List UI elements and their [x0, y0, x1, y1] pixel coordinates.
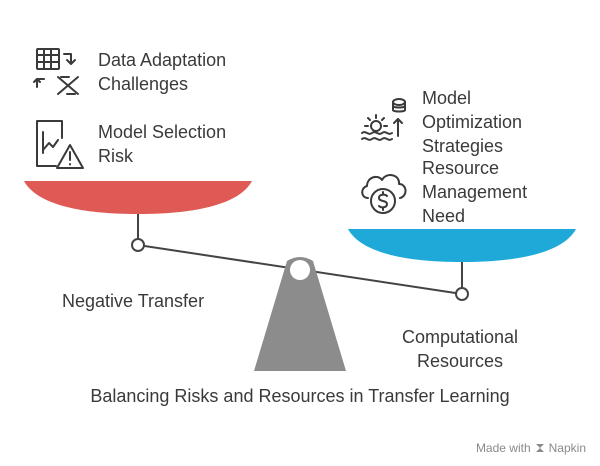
cloud-dollar-icon: [361, 174, 407, 214]
right-item-label-2: Resource Management Need: [422, 158, 528, 226]
table-transform-icon: [33, 48, 79, 95]
left-item-label-2: Model Selection Risk: [98, 122, 227, 166]
optimization-icon: [361, 98, 406, 141]
fulcrum-pivot: [290, 260, 310, 280]
left-pan-label: Negative Transfer: [62, 291, 205, 311]
napkin-watermark: Made with Napkin: [476, 441, 586, 455]
right-pivot: [455, 287, 469, 301]
left-item-label-1: Data Adaptation Challenges: [98, 50, 227, 94]
left-pan: [24, 181, 252, 214]
right-pan-label: Computational Resources: [401, 327, 519, 371]
right-item-label-1: Model Optimization Strategies: [422, 88, 523, 156]
right-pan: [348, 229, 576, 262]
diagram-title: Balancing Risks and Resources in Transfe…: [90, 386, 510, 406]
chart-warning-icon: [36, 120, 84, 169]
made-with-label: Made with: [475, 441, 531, 455]
fulcrum: [254, 257, 346, 371]
napkin-brand-label: Napkin: [548, 441, 586, 455]
left-pivot: [131, 238, 145, 252]
napkin-logo-icon: [535, 444, 544, 452]
